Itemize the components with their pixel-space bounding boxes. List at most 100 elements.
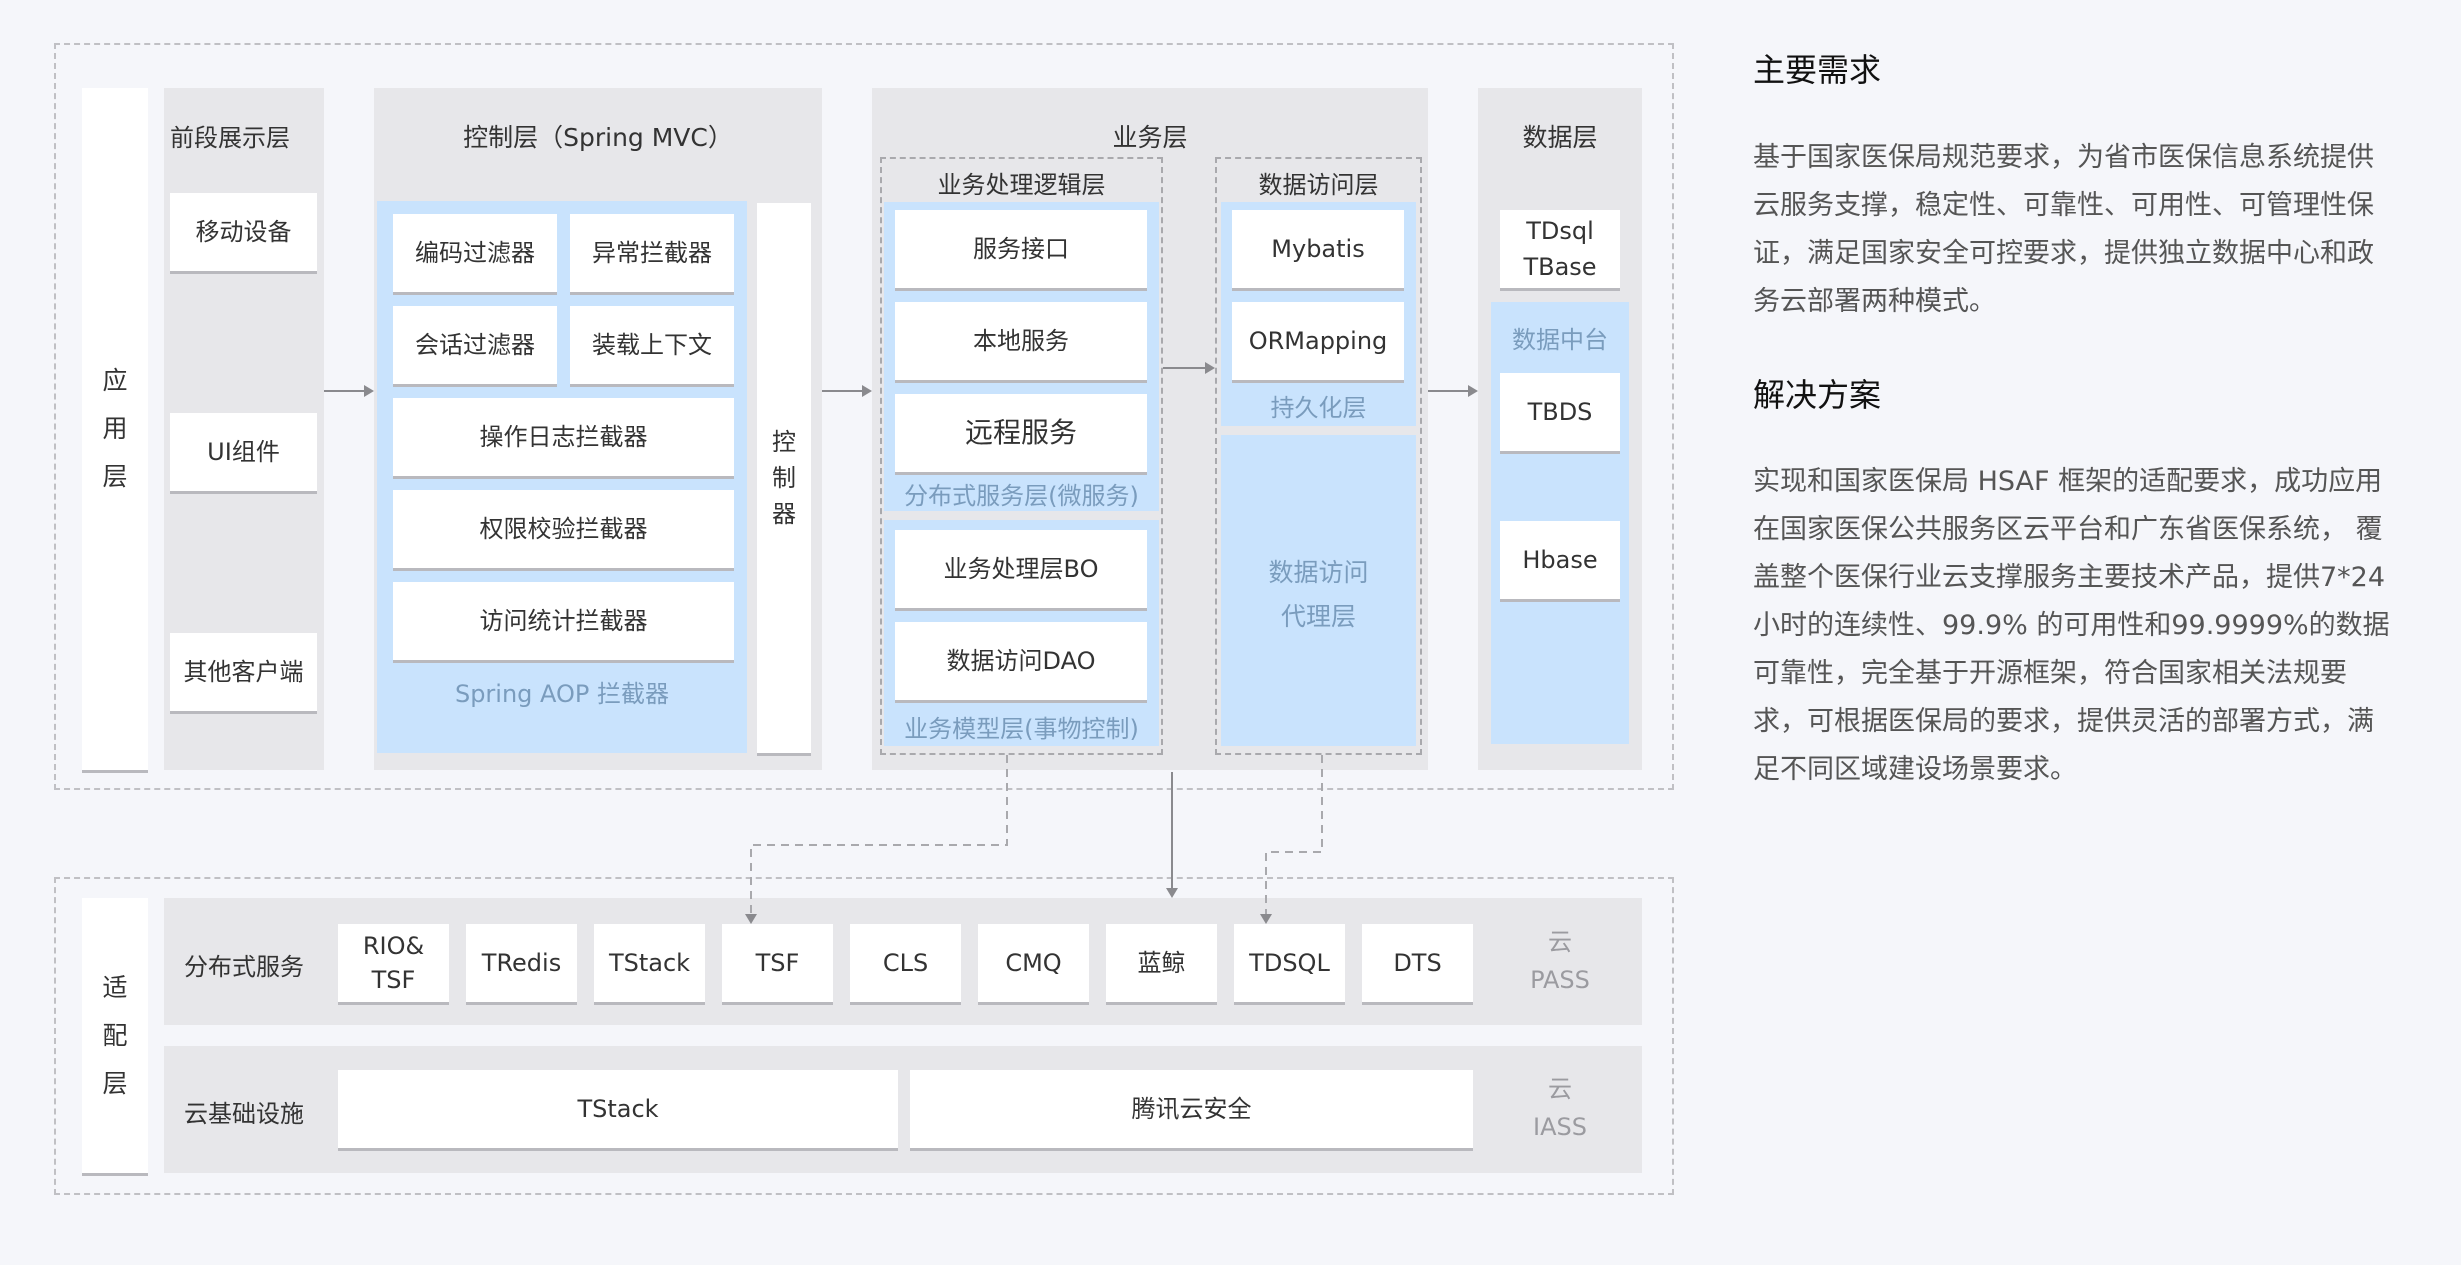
service-interface: 服务接口 bbox=[895, 210, 1147, 288]
solution-heading: 解决方案 bbox=[1753, 376, 1882, 414]
cloud-pass-tag: 云 PASS bbox=[1500, 923, 1620, 999]
requirements-heading: 主要需求 bbox=[1753, 51, 1882, 89]
service-cls: CLS bbox=[850, 924, 961, 1002]
business-model-caption: 业务模型层(事物控制) bbox=[904, 715, 1139, 743]
db-line: TBase bbox=[1523, 253, 1597, 281]
paragraph-line: 基于国家医保局规范要求，为省市医保信息系统提供 bbox=[1753, 142, 2374, 173]
data-access-frame bbox=[1215, 157, 1422, 755]
frontend-item-other: 其他客户端 bbox=[170, 633, 317, 711]
mybatis: Mybatis bbox=[1232, 210, 1404, 288]
label-char: 层 bbox=[102, 1068, 128, 1098]
paragraph-line: 可靠性，完全基于开源框架，符合国家相关法规要 bbox=[1753, 658, 2347, 689]
control-layer-title: 控制层（Spring MVC） bbox=[463, 123, 733, 152]
service-cmq: CMQ bbox=[978, 924, 1089, 1002]
paragraph-line: 实现和国家医保局 HSAF 框架的适配要求，成功应用 bbox=[1753, 466, 2383, 497]
service-tredis: TRedis bbox=[466, 924, 577, 1002]
dashed-connector-to-tdsql bbox=[1265, 755, 1323, 916]
tag-line: IASS bbox=[1533, 1113, 1587, 1141]
controller-char: 控 bbox=[772, 428, 796, 456]
data-access-dao: 数据访问DAO bbox=[895, 622, 1147, 700]
service-line: TSF bbox=[371, 966, 416, 994]
controller-char: 制 bbox=[772, 464, 796, 492]
solution-paragraph: 实现和国家医保局 HSAF 框架的适配要求，成功应用 在国家医保公共服务区云平台… bbox=[1753, 458, 2433, 794]
adaptation-layer-label: 适 配 层 bbox=[82, 898, 148, 1173]
ormapping: ORMapping bbox=[1232, 302, 1404, 380]
business-bo: 业务处理层BO bbox=[895, 530, 1147, 608]
aop-caption: Spring AOP 拦截器 bbox=[454, 680, 670, 708]
paragraph-line: 盖整个医保行业云支撑服务主要技术产品，提供7*24 bbox=[1753, 562, 2386, 593]
db-tdsql-tbase: TDsql TBase bbox=[1500, 210, 1620, 288]
label-char: 层 bbox=[102, 462, 128, 491]
arrowhead bbox=[1205, 362, 1215, 374]
infra-tstack: TStack bbox=[338, 1070, 898, 1148]
cloud-iass-tag: 云 IASS bbox=[1500, 1070, 1620, 1146]
infra-tencent-security: 腾讯云安全 bbox=[910, 1070, 1473, 1148]
arrowhead bbox=[862, 385, 872, 397]
controller-char: 器 bbox=[772, 500, 796, 528]
hbase: Hbase bbox=[1500, 521, 1620, 599]
paragraph-line: 求，可根据医保局的要求，提供灵活的部署方式，满 bbox=[1753, 706, 2374, 737]
local-service: 本地服务 bbox=[895, 302, 1147, 380]
persistence-caption: 持久化层 bbox=[1270, 394, 1367, 422]
db-line: TDsql bbox=[1526, 217, 1594, 245]
arrowhead bbox=[1260, 914, 1272, 924]
application-layer-frame bbox=[54, 43, 1674, 790]
service-tstack: TStack bbox=[594, 924, 705, 1002]
filter-encoding: 编码过滤器 bbox=[393, 214, 557, 292]
tag-line: PASS bbox=[1530, 966, 1590, 994]
label-char: 配 bbox=[102, 1020, 128, 1050]
frontend-layer-title: 前段展示层 bbox=[170, 124, 290, 152]
requirements-paragraph: 基于国家医保局规范要求，为省市医保信息系统提供 云服务支撑，稳定性、可靠性、可用… bbox=[1753, 134, 2433, 326]
service-line: RIO& bbox=[362, 932, 425, 960]
connector-layer bbox=[324, 362, 1478, 924]
arrowhead bbox=[364, 385, 374, 397]
filter-session: 会话过滤器 bbox=[393, 306, 557, 384]
aop-interceptor-panel bbox=[377, 201, 747, 753]
controller-box: 控 制 器 bbox=[757, 203, 811, 753]
proxy-line: 代理层 bbox=[1280, 602, 1356, 631]
data-access-proxy-panel bbox=[1221, 435, 1416, 746]
service-tsf: TSF bbox=[722, 924, 833, 1002]
paragraph-line: 务云部署两种模式。 bbox=[1753, 286, 1996, 317]
arrowhead bbox=[1468, 385, 1478, 397]
service-dts: DTS bbox=[1362, 924, 1473, 1002]
interceptor-access-stats: 访问统计拦截器 bbox=[393, 582, 734, 660]
paragraph-line: 在国家医保公共服务区云平台和广东省医保系统， 覆 bbox=[1753, 514, 2383, 545]
tag-line: 云 bbox=[1548, 1075, 1572, 1103]
paragraph-line: 小时的连续性、99.9% 的可用性和99.9999%的数据 bbox=[1753, 610, 2390, 641]
label-char: 适 bbox=[102, 972, 128, 1002]
interceptor-permission: 权限校验拦截器 bbox=[393, 490, 734, 568]
service-bluewhale: 蓝鲸 bbox=[1106, 924, 1217, 1002]
paragraph-line: 云服务支撑，稳定性、可靠性、可用性、可管理性保 bbox=[1753, 190, 2374, 221]
paragraph-line: 证，满足国家安全可控要求，提供独立数据中心和政 bbox=[1753, 238, 2374, 269]
interceptor-operation-log: 操作日志拦截器 bbox=[393, 398, 734, 476]
label-char: 应 bbox=[102, 366, 128, 395]
service-tdsql: TDSQL bbox=[1234, 924, 1345, 1002]
tag-line: 云 bbox=[1548, 928, 1572, 956]
data-access-title: 数据访问层 bbox=[1258, 171, 1379, 199]
frontend-item-ui: UI组件 bbox=[170, 413, 317, 491]
dashed-connector-to-tsf bbox=[750, 755, 1008, 916]
business-logic-title: 业务处理逻辑层 bbox=[937, 171, 1106, 199]
tbds: TBDS bbox=[1500, 373, 1620, 451]
service-rio-tsf: RIO& TSF bbox=[338, 924, 449, 1002]
frontend-item-mobile: 移动设备 bbox=[170, 193, 317, 271]
label-char: 用 bbox=[102, 414, 128, 443]
distributed-services-title: 分布式服务 bbox=[184, 953, 304, 981]
load-context: 装载上下文 bbox=[570, 306, 734, 384]
proxy-line: 数据访问 bbox=[1268, 558, 1369, 587]
remote-service: 远程服务 bbox=[895, 394, 1147, 472]
data-platform-title: 数据中台 bbox=[1512, 326, 1608, 354]
paragraph-line: 足不同区域建设场景要求。 bbox=[1753, 754, 2077, 785]
data-layer-title: 数据层 bbox=[1522, 123, 1598, 152]
arrowhead bbox=[745, 914, 757, 924]
arrowhead bbox=[1166, 888, 1178, 898]
application-layer-label: 应 用 层 bbox=[82, 88, 148, 770]
data-access-proxy-label: 数据访问 代理层 bbox=[1221, 551, 1416, 639]
business-layer-title: 业务层 bbox=[1112, 123, 1188, 152]
adaptation-layer-frame bbox=[54, 877, 1674, 1195]
interceptor-exception: 异常拦截器 bbox=[570, 214, 734, 292]
distributed-service-caption: 分布式服务层(微服务) bbox=[904, 482, 1139, 510]
business-logic-frame bbox=[880, 157, 1163, 755]
cloud-infra-title: 云基础设施 bbox=[184, 1100, 304, 1128]
